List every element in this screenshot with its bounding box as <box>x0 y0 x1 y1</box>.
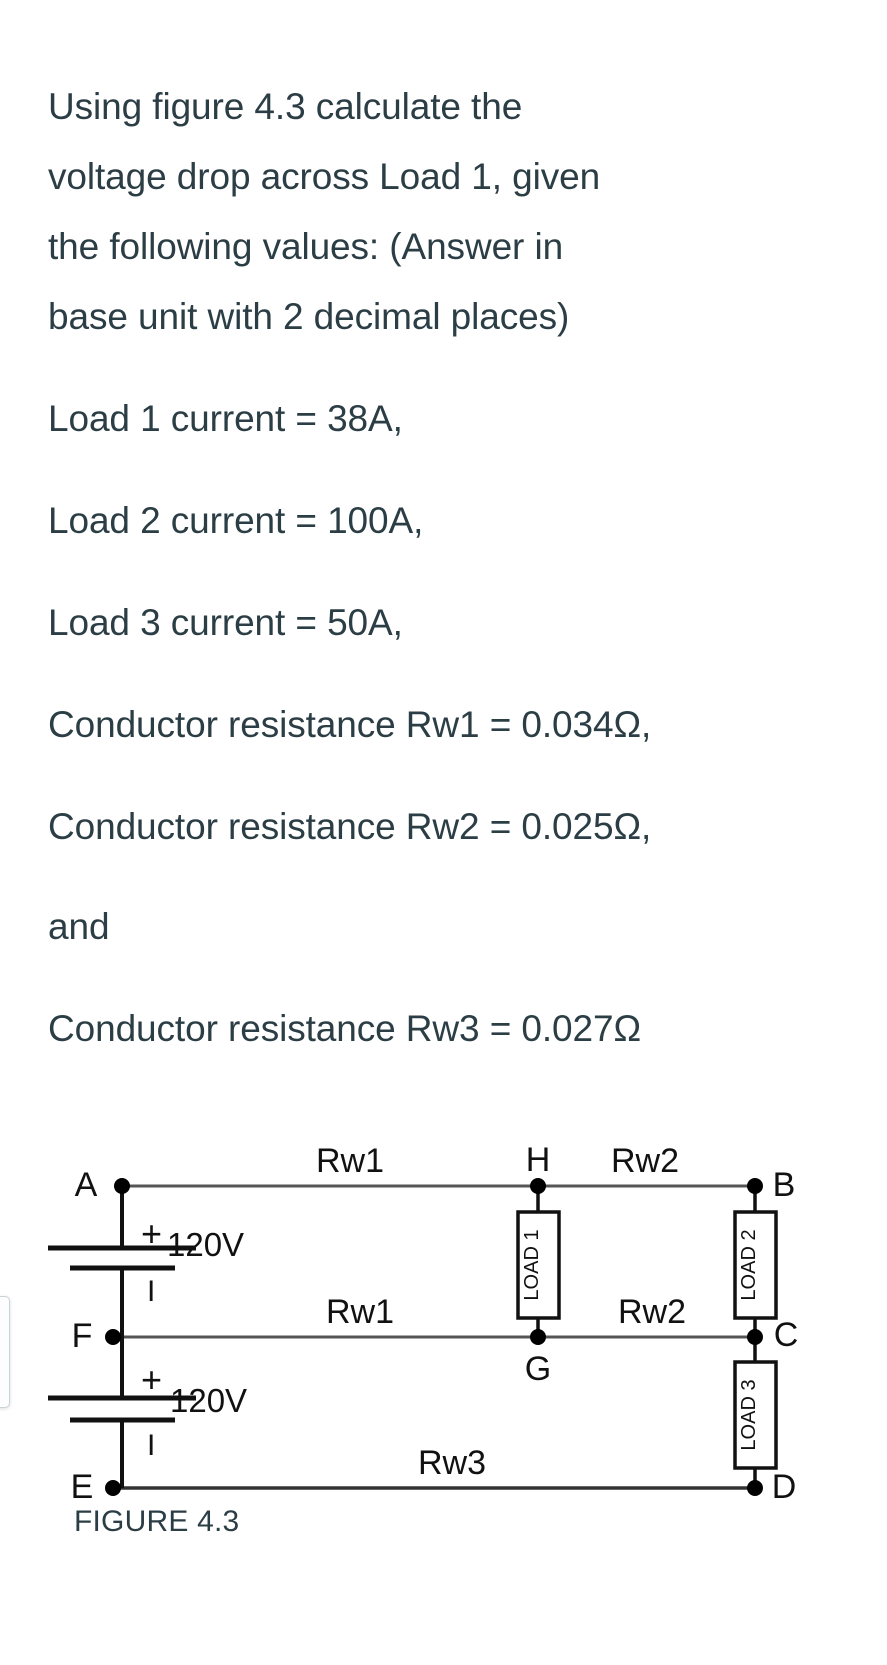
side-drawer-tab[interactable] <box>0 1296 10 1408</box>
node-label-d: D <box>772 1468 797 1506</box>
node-label-a: A <box>75 1166 98 1204</box>
conductor-label-rw2-top: Rw2 <box>611 1142 679 1180</box>
prompt-line-1: Using figure 4.3 calculate the <box>48 86 523 127</box>
battery-lower-plus-label: + <box>141 1359 162 1400</box>
given-rw3: Conductor resistance Rw3 = 0.027Ω <box>48 1008 642 1049</box>
node-label-b: B <box>773 1166 796 1204</box>
node-dot-a <box>114 1178 130 1194</box>
node-dot-e <box>105 1480 121 1496</box>
node-label-e: E <box>71 1468 94 1506</box>
node-dot-g <box>530 1329 546 1345</box>
load2-label: LOAD 2 <box>738 1229 760 1300</box>
node-dot-f <box>105 1329 121 1345</box>
battery-symbol-lower <box>48 1395 196 1423</box>
node-dot-h <box>530 1178 546 1194</box>
given-rw1: Conductor resistance Rw1 = 0.034Ω, <box>48 704 652 745</box>
load3-label: LOAD 3 <box>738 1379 760 1450</box>
node-label-c: C <box>774 1316 799 1354</box>
conductor-label-rw2-middle: Rw2 <box>618 1293 686 1331</box>
given-and: and <box>48 906 110 947</box>
node-dot-c <box>747 1329 763 1345</box>
battery-lower-voltage-label: 120V <box>170 1382 247 1419</box>
battery-upper-voltage-label: 120V <box>167 1226 244 1263</box>
battery-symbol-upper <box>48 1245 196 1271</box>
node-dot-d <box>747 1480 763 1496</box>
prompt-line-2: voltage drop across Load 1, given <box>48 156 601 197</box>
given-load3-current: Load 3 current = 50A, <box>48 602 403 643</box>
node-dot-b <box>747 1178 763 1194</box>
given-load2-current: Load 2 current = 100A, <box>48 500 424 541</box>
circuit-figure: + 120V I + 120V I LOAD 1 LOAD 2 LOAD 3 A… <box>0 1140 887 1570</box>
given-rw2: Conductor resistance Rw2 = 0.025Ω, <box>48 806 652 847</box>
node-label-g: G <box>525 1350 551 1388</box>
prompt-line-4: base unit with 2 decimal places) <box>48 296 570 337</box>
battery-lower-minus-label: I <box>147 1429 155 1462</box>
load1-box <box>516 1210 561 1320</box>
question-prompt: Using figure 4.3 calculate the voltage d… <box>48 72 848 352</box>
load1-label: LOAD 1 <box>521 1229 543 1300</box>
battery-upper-plus-label: + <box>141 1213 162 1254</box>
question-block: Using figure 4.3 calculate the voltage d… <box>48 72 848 1096</box>
node-label-h: H <box>526 1141 551 1179</box>
prompt-line-3: the following values: (Answer in <box>48 226 564 267</box>
load3-box <box>733 1360 778 1470</box>
given-load1-current: Load 1 current = 38A, <box>48 398 403 439</box>
figure-caption: FIGURE 4.3 <box>74 1505 240 1538</box>
conductor-label-rw1-top: Rw1 <box>316 1142 384 1180</box>
battery-upper-minus-label: I <box>147 1275 155 1308</box>
node-label-f: F <box>72 1317 93 1355</box>
load2-box <box>733 1210 778 1320</box>
conductor-label-rw1-middle: Rw1 <box>326 1293 394 1331</box>
conductor-label-rw3-bottom: Rw3 <box>418 1444 486 1482</box>
